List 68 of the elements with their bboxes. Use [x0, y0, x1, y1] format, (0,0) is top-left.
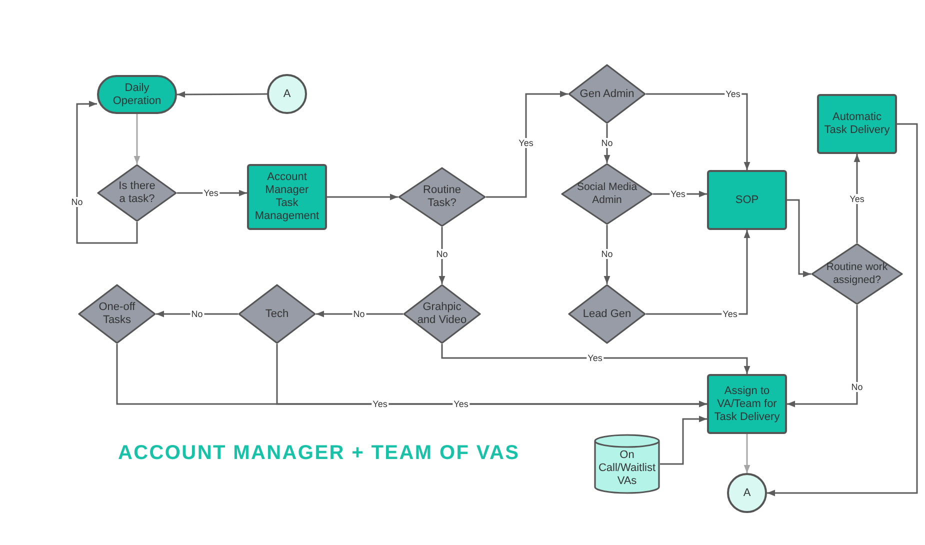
process-box — [707, 170, 787, 230]
flow-arrow — [316, 310, 403, 318]
flow-arrow — [767, 123, 918, 496]
flow-arrow — [177, 91, 267, 98]
flow-arrow — [646, 93, 750, 170]
edge-label: Yes — [452, 399, 470, 409]
node-text: Is there a task? — [118, 180, 156, 206]
node-text: One-off Tasks — [98, 301, 136, 327]
decision-diamond — [568, 284, 646, 344]
node-text: Daily Operation — [112, 82, 162, 108]
terminal-box — [97, 75, 177, 114]
flow-arrow — [646, 230, 750, 315]
node-text: Routine work assigned? — [825, 261, 889, 287]
flow-arrow — [604, 225, 610, 284]
edge-label: Yes — [202, 188, 220, 198]
edge-label: No — [600, 138, 614, 148]
decision-diamond — [97, 164, 177, 222]
edge-label: Yes — [518, 138, 534, 148]
decision-diamond — [403, 284, 481, 344]
decision-diamond — [811, 243, 903, 305]
flow-arrow — [660, 416, 707, 465]
node-text: Automatic Task Delivery — [823, 111, 891, 137]
node-text: Routine Task? — [422, 184, 462, 210]
flow-arrow — [787, 305, 858, 408]
edge-label: Yes — [670, 189, 686, 199]
decision-diamond — [78, 284, 156, 344]
flow-arrow — [441, 344, 750, 374]
edge-label: Yes — [372, 399, 388, 409]
flow-arrow — [156, 310, 238, 318]
flow-arrow — [276, 344, 707, 408]
node-text: On Call/Waitlist VAs — [597, 448, 657, 488]
edge-label: No — [70, 197, 84, 207]
edge-label: No — [190, 309, 204, 319]
flow-arrow — [787, 199, 811, 278]
edge-label: Yes — [722, 309, 738, 319]
process-box — [707, 374, 787, 434]
node-text: Lead Gen — [582, 308, 632, 320]
diagram-title: ACCOUNT MANAGER + TEAM OF VAS — [118, 441, 520, 466]
node-text: Tech — [264, 308, 290, 320]
edge-label: No — [435, 249, 449, 259]
node-text: Account Manager Task Management — [254, 171, 320, 223]
node-text: Assign to VA/Team for Task Delivery — [713, 384, 781, 424]
process-box — [247, 164, 327, 230]
decision-diamond — [561, 163, 653, 225]
decision-diamond — [568, 64, 646, 124]
node-text: SOP — [734, 194, 760, 206]
node-text: Grahpic and Video — [416, 301, 468, 327]
edge-label: Yes — [724, 89, 742, 99]
edge-label: No — [352, 309, 366, 319]
process-box — [817, 94, 897, 154]
flow-arrow — [134, 114, 140, 164]
node-text: A — [282, 88, 292, 100]
node-text: Gen Admin — [578, 88, 636, 100]
storage-cylinder — [594, 434, 660, 494]
edge-label: Yes — [586, 353, 604, 363]
flow-arrow — [854, 154, 860, 243]
node-text: A — [742, 486, 752, 500]
flow-arrow — [486, 90, 568, 198]
decision-diamond — [238, 284, 316, 344]
edge-label: No — [850, 382, 864, 392]
node-text: Social Media Admin — [576, 181, 638, 207]
edge-label: Yes — [848, 194, 866, 204]
edge-label: No — [600, 249, 614, 259]
flow-arrow — [76, 100, 138, 244]
flow-arrow — [327, 194, 398, 200]
decision-diamond — [398, 167, 486, 227]
flow-arrow — [744, 434, 750, 473]
flow-arrow — [438, 227, 446, 284]
